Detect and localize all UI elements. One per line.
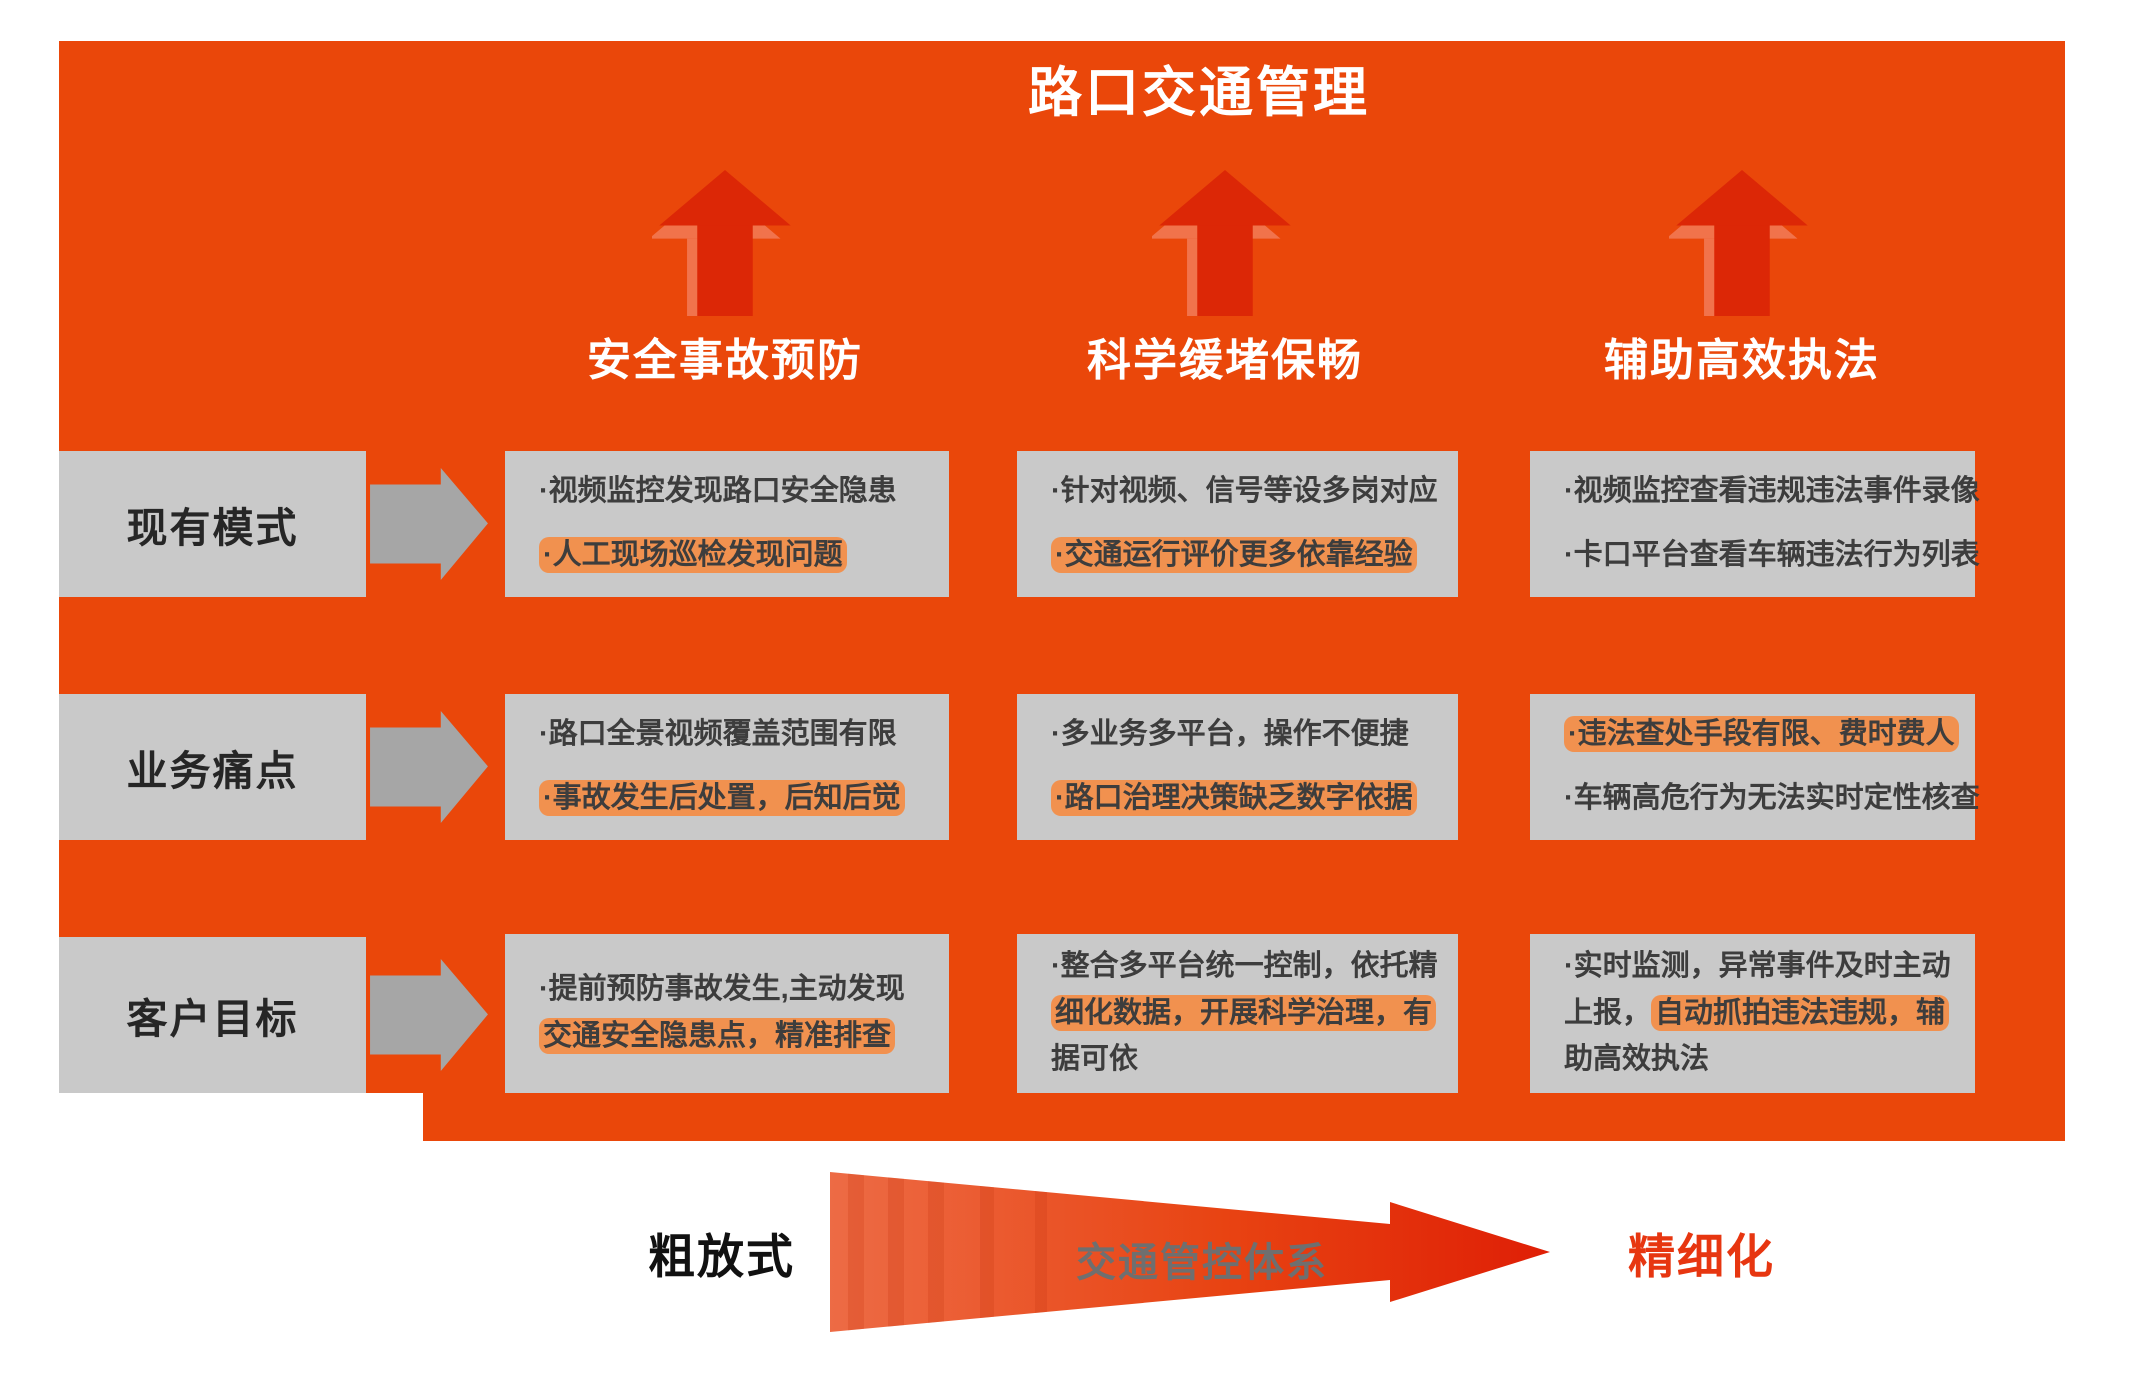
- grid-cell: ·违法查处手段有限、费时费人 ·车辆高危行为无法实时定性核查: [1530, 694, 1980, 840]
- cell-line: ·卡口平台查看车辆违法行为列表: [1564, 537, 1980, 575]
- column-header-congestion: 科学缓堵保畅: [1087, 336, 1363, 385]
- row-label-current-mode: 现有模式: [59, 451, 366, 597]
- cell-text: 据可依: [1051, 1043, 1139, 1076]
- up-arrow-icon: [1669, 170, 1808, 316]
- cell-line: ·路口治理决策缺乏数字依据: [1051, 780, 1436, 818]
- cell-text: ·视频监控发现路口安全隐患: [539, 475, 897, 508]
- cell-line: ·路口全景视频覆盖范围有限: [539, 716, 927, 754]
- cell-text: ·卡口平台查看车辆违法行为列表: [1564, 539, 1980, 571]
- cell-text: ·提前预防事故发生,主动发现: [539, 973, 905, 1006]
- cell-line: ·实时监测，异常事件及时主动: [1564, 948, 1953, 986]
- cell-line: ·多业务多平台，操作不便捷: [1051, 716, 1436, 754]
- cell-line: 助高效执法: [1564, 1041, 1953, 1079]
- row-label-pain-points: 业务痛点: [59, 694, 366, 840]
- column-header-safety: 安全事故预防: [587, 336, 863, 385]
- cell-line: 交通安全隐患点，精准排查: [539, 1018, 927, 1056]
- cell-text: 助高效执法: [1564, 1043, 1710, 1076]
- cell-text: ·路口全景视频覆盖范围有限: [539, 718, 897, 751]
- grid-cell: ·视频监控发现路口安全隐患 ·人工现场巡检发现问题: [505, 451, 949, 597]
- cell-text: ·车辆高危行为无法实时定性核查: [1564, 782, 1980, 814]
- highlighted-text: ·交通运行评价更多依靠经验: [1051, 537, 1417, 573]
- highlighted-text: ·人工现场巡检发现问题: [539, 537, 847, 573]
- bottom-right-label: 精细化: [1628, 1230, 1775, 1283]
- cell-line: ·提前预防事故发生,主动发现: [539, 971, 927, 1009]
- cell-line: ·车辆高危行为无法实时定性核查: [1564, 780, 1980, 818]
- grid-cell: ·实时监测，异常事件及时主动上报，自动抓拍违法违规，辅助高效执法: [1530, 934, 1975, 1093]
- page-title: 路口交通管理: [1028, 63, 1370, 123]
- grid-cell: ·提前预防事故发生,主动发现交通安全隐患点，精准排查: [505, 934, 949, 1093]
- cell-line: ·整合多平台统一控制，依托精: [1051, 948, 1438, 986]
- cell-line: ·人工现场巡检发现问题: [539, 537, 927, 575]
- cell-line: 据可依: [1051, 1041, 1436, 1079]
- up-arrow-icon: [1152, 170, 1291, 316]
- cell-line: ·针对视频、信号等设多岗对应: [1051, 473, 1438, 511]
- cell-text: ·多业务多平台，操作不便捷: [1051, 718, 1409, 751]
- right-arrow-icon: [370, 959, 488, 1071]
- highlighted-text: 交通安全隐患点，精准排查: [539, 1018, 896, 1054]
- right-arrow-icon: [370, 711, 488, 823]
- row-label-customer-goals: 客户目标: [59, 937, 366, 1093]
- cell-line: ·违法查处手段有限、费时费人: [1564, 716, 1959, 754]
- cell-line: 细化数据，开展科学治理，有: [1051, 994, 1437, 1033]
- highlighted-text: ·事故发生后处置，后知后觉: [539, 780, 905, 816]
- cell-text: ·整合多平台统一控制，依托精: [1051, 949, 1438, 982]
- highlighted-text: ·路口治理决策缺乏数字依据: [1051, 780, 1417, 816]
- cell-text: 上报，: [1564, 996, 1652, 1029]
- cell-line: ·视频监控查看违规违法事件录像: [1564, 473, 1980, 511]
- grid-cell: ·多业务多平台，操作不便捷 ·路口治理决策缺乏数字依据: [1017, 694, 1458, 840]
- bottom-gradient-arrow: [830, 1172, 1550, 1332]
- column-header-enforcement: 辅助高效执法: [1604, 336, 1880, 385]
- highlighted-text: 自动抓拍违法违规，辅: [1651, 994, 1950, 1031]
- cell-text: ·实时监测，异常事件及时主动: [1564, 949, 1951, 982]
- highlighted-text: 细化数据，开展科学治理，有: [1051, 994, 1437, 1031]
- grid-cell: ·路口全景视频覆盖范围有限 ·事故发生后处置，后知后觉: [505, 694, 949, 840]
- cell-text: ·视频监控查看违规违法事件录像: [1564, 475, 1980, 508]
- bottom-arrow-label: 交通管控体系: [1076, 1241, 1328, 1285]
- grid-cell: ·视频监控查看违规违法事件录像 ·卡口平台查看车辆违法行为列表: [1530, 451, 1980, 597]
- cell-line: ·视频监控发现路口安全隐患: [539, 473, 927, 511]
- up-arrow-icon: [652, 170, 791, 316]
- right-arrow-icon: [370, 468, 488, 580]
- grid-cell: ·整合多平台统一控制，依托精细化数据，开展科学治理，有据可依: [1017, 934, 1458, 1093]
- cell-line: ·交通运行评价更多依靠经验: [1051, 537, 1436, 575]
- cell-line: ·事故发生后处置，后知后觉: [539, 780, 927, 818]
- cell-line: 上报，自动抓拍违法违规，辅: [1564, 994, 1953, 1033]
- grid-cell: ·针对视频、信号等设多岗对应 ·交通运行评价更多依靠经验: [1017, 451, 1458, 597]
- cell-text: ·针对视频、信号等设多岗对应: [1051, 475, 1438, 508]
- bottom-left-label: 粗放式: [648, 1230, 795, 1283]
- highlighted-text: ·违法查处手段有限、费时费人: [1564, 716, 1959, 753]
